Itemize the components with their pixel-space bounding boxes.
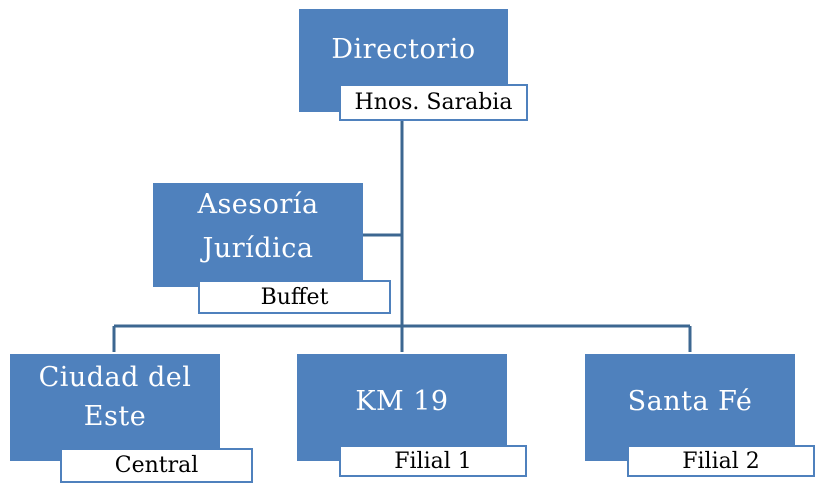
node-ciudad-subtitle: Central bbox=[60, 448, 253, 483]
node-asesoria-juridica[interactable]: Asesoría Jurídica bbox=[153, 183, 363, 287]
node-asesoria-subtitle: Buffet bbox=[198, 280, 391, 314]
node-km-19[interactable]: KM 19 bbox=[297, 354, 507, 461]
node-santafe-subtitle: Filial 2 bbox=[627, 445, 815, 477]
node-directorio-subtitle: Hnos. Sarabia bbox=[339, 84, 528, 121]
node-directorio-title: Directorio bbox=[331, 33, 476, 65]
node-ciudad-del-este[interactable]: Ciudad del Este bbox=[10, 354, 220, 461]
node-asesoria-title-line1: Asesoría bbox=[197, 189, 319, 220]
node-ciudad-title-line2: Este bbox=[83, 400, 147, 432]
node-santafe-title: Santa Fé bbox=[627, 385, 753, 417]
node-ciudad-title: Ciudad del Este bbox=[39, 358, 192, 436]
node-asesoria-title: Asesoría Jurídica bbox=[197, 183, 318, 271]
node-km19-subtitle: Filial 1 bbox=[339, 445, 527, 477]
node-asesoria-title-line2: Jurídica bbox=[202, 233, 314, 264]
node-km19-title: KM 19 bbox=[355, 385, 449, 417]
node-santa-fe[interactable]: Santa Fé bbox=[585, 354, 795, 461]
node-ciudad-title-line1: Ciudad del bbox=[38, 361, 192, 393]
